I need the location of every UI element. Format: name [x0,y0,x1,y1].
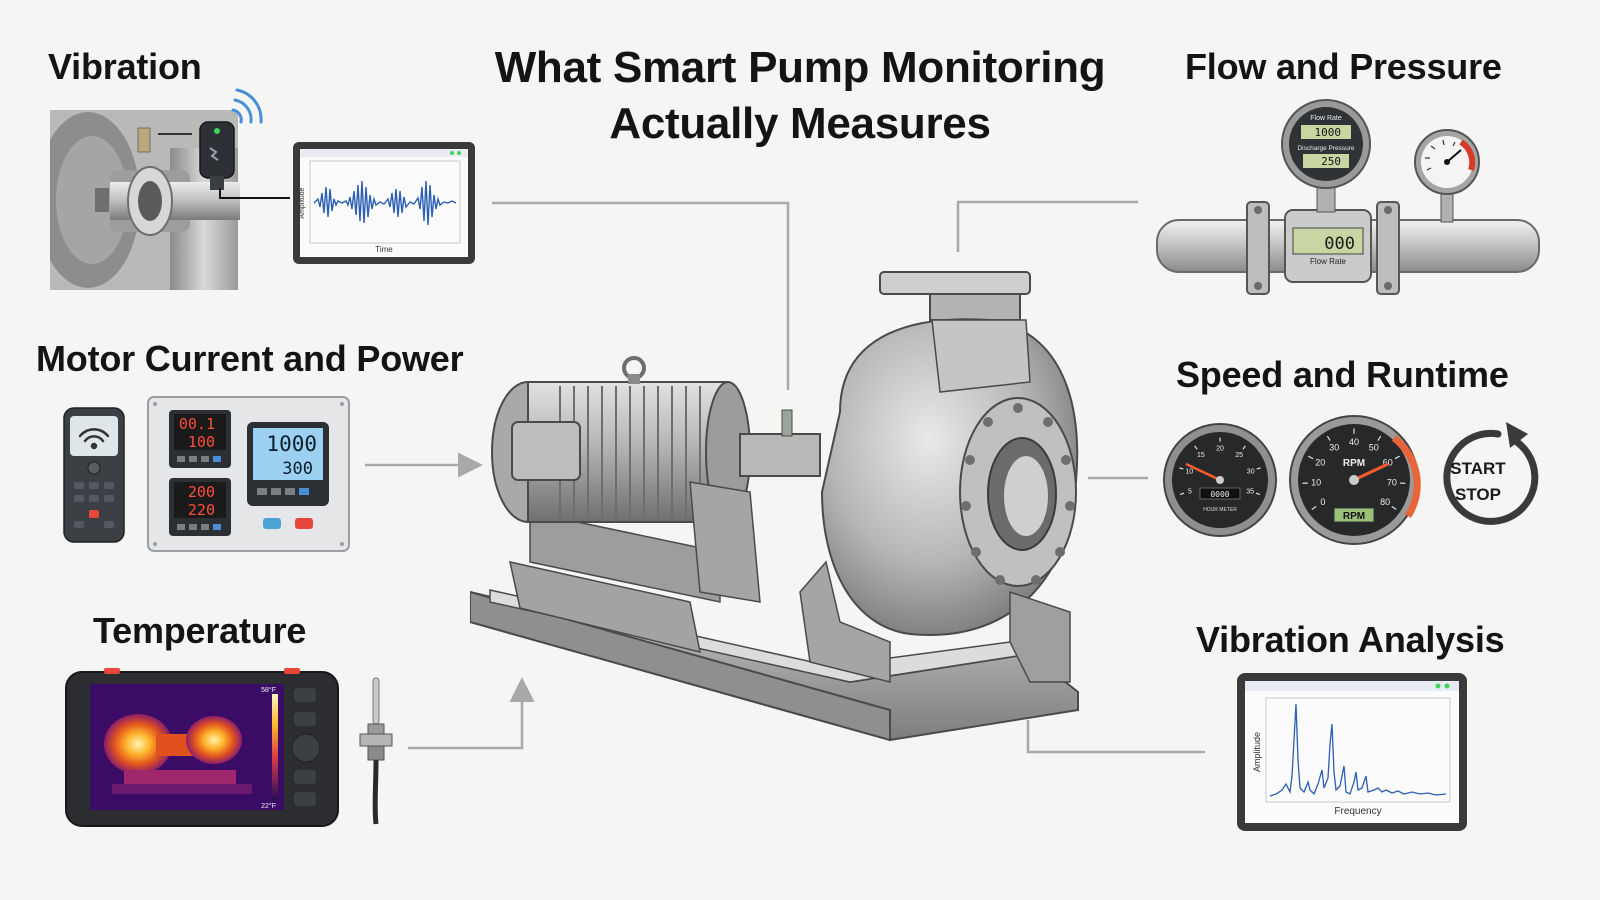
waveform-x-label: Time [375,245,393,254]
flow-heading: Flow and Pressure [1185,46,1502,87]
meter2-bottom-value: 220 [188,501,215,519]
hour-meter-tick-mark [1179,467,1184,470]
hour-meter-digits: 0000 [1210,490,1229,499]
hour-meter-tick-label: 5 [1188,488,1192,495]
hour-meter-tick-label: 25 [1235,452,1243,459]
gauge-flow-label: Flow Rate [1310,115,1342,122]
big-display-bottom-value: 300 [282,459,313,479]
tachometer-tick-mark [1326,435,1331,441]
tachometer-tick-mark [1308,455,1314,460]
hour-meter-tick-label: 15 [1197,452,1205,459]
hour-meter-tick-mark [1256,467,1261,470]
connector-vibration [492,201,790,390]
stop-label: STOP [1455,485,1501,504]
tachometer-tick-label: 30 [1329,443,1339,453]
tachometer-tick-mark [1377,435,1382,441]
speed-runtime-illustration: 5 10 15 20 25 30 35 0000 HOUR METER 0 10 20 30 40 5… [1163,415,1539,545]
centrifugal-pump-illustration [470,271,1079,742]
spectrum-y-label: Amplitude [1252,732,1262,772]
time-waveform [313,180,457,226]
start-label: START [1450,459,1506,478]
vibration-analysis-monitor: Amplitude Frequency [1237,673,1467,831]
thermal-scale-top: 58°F [261,686,276,694]
tachometer-tick-mark [1391,505,1397,510]
page-title: What Smart Pump Monitoring Actually Meas… [480,40,1120,152]
gauge-flow-value: 1000 [1315,126,1342,139]
motor-heading: Motor Current and Power [36,338,464,379]
tachometer-tick-mark [1394,455,1400,460]
vibration-monitor: Amplitude Time [293,142,475,264]
hour-meter-tick-mark [1242,445,1246,450]
title-line-2: Actually Measures [609,99,991,148]
hour-meter-gauge: 5 10 15 20 25 30 35 0000 HOUR METER [1163,423,1277,537]
vibration-sensor-illustration [50,88,290,290]
temperature-heading: Temperature [93,610,307,651]
connector-temperature [408,677,535,750]
hour-meter-tick-label: 35 [1246,488,1254,495]
meter1-bottom-value: 100 [188,433,215,451]
big-display-top-value: 1000 [266,432,317,456]
vibration-heading: Vibration [48,46,202,87]
tachometer-tick-label: 20 [1315,458,1325,468]
hour-meter-label: HOUR METER [1203,507,1237,513]
power-analyzer-panel: 00.1 100 200 220 1000 300 [147,396,350,552]
tachometer-tick-label: 70 [1387,478,1397,488]
flow-pressure-illustration: 000 Flow Rate Flow Rate 1000 Discharge P… [1156,99,1540,295]
thermal-camera: 58°F 22°F [65,668,339,827]
thermal-scale-bottom: 22°F [261,802,276,810]
hour-meter-tick-mark [1255,492,1261,496]
title-line-1: What Smart Pump Monitoring [494,43,1106,92]
tachometer-tick-mark [1311,505,1317,510]
connector-flow [956,200,1138,252]
waveform-y-label: Amplitude [299,187,306,218]
hour-meter-tick-label: 10 [1185,468,1193,475]
wifi-icon [78,428,110,450]
flow-meter-label: Flow Rate [1310,257,1347,266]
tachometer-tick-label: 10 [1311,478,1321,488]
spectrum-x-label: Frequency [1334,806,1381,817]
tachometer-tick-label: 80 [1380,497,1390,507]
thermal-pump-icon [104,714,252,794]
tachometer-tick-label: 40 [1349,437,1359,447]
wireless-signal-icon [231,88,263,124]
hour-meter-tick-label: 20 [1216,446,1224,453]
hour-meter-tick-mark [1194,445,1198,450]
connector-analysis [1026,720,1205,754]
tachometer-tick-label: 0 [1320,497,1325,507]
handheld-meter [63,407,125,543]
analysis-heading: Vibration Analysis [1196,619,1505,660]
speed-heading: Speed and Runtime [1176,354,1509,395]
tachometer-gauge: 0 10 20 30 40 50 60 70 80 RPM RPM [1289,415,1421,545]
hour-meter-tick-label: 30 [1247,468,1255,475]
tachometer-tick-label: 50 [1369,443,1379,453]
tachometer-display: RPM [1343,511,1365,522]
temperature-probe [359,677,393,825]
tachometer-label: RPM [1343,458,1365,469]
tachometer-tick-label: 60 [1383,458,1393,468]
flow-meter-value: 000 [1324,234,1355,254]
meter1-top-value: 00.1 [179,415,215,433]
gauge-pressure-label: Discharge Pressure [1297,145,1354,152]
frequency-spectrum [1269,703,1447,797]
gauge-pressure-value: 250 [1321,155,1341,168]
meter2-top-value: 200 [188,483,215,501]
hour-meter-tick-mark [1179,492,1185,496]
restart-arrow-icon [1443,422,1539,525]
